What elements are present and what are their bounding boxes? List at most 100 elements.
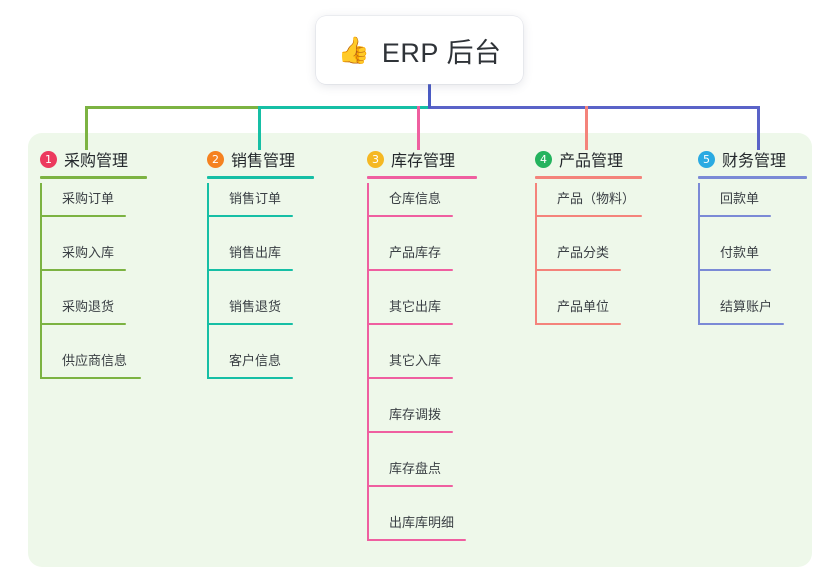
bus-segment-3 xyxy=(428,106,760,109)
column-items: 销售订单销售出库销售退货客户信息 xyxy=(207,183,314,399)
leaf-node[interactable]: 客户信息 xyxy=(207,353,293,379)
column-spine xyxy=(40,183,42,379)
leaf-underline xyxy=(40,215,126,217)
column-underline xyxy=(698,176,807,179)
leaf-label: 回款单 xyxy=(720,191,760,206)
drop-connector-2 xyxy=(258,106,261,150)
column-spine xyxy=(698,183,700,325)
column-number-badge: 2 xyxy=(207,150,224,168)
leaf-underline xyxy=(367,431,453,433)
column-header-5[interactable]: 5 财务管理 xyxy=(698,148,807,170)
column-header-1[interactable]: 1 采购管理 xyxy=(40,148,147,170)
leaf-node[interactable]: 供应商信息 xyxy=(40,353,141,379)
column-number-badge: 3 xyxy=(367,150,384,168)
leaf-label: 仓库信息 xyxy=(389,191,442,206)
column-2: 2 销售管理销售订单销售出库销售退货客户信息 xyxy=(207,148,314,399)
column-spine xyxy=(535,183,537,325)
leaf-label: 采购入库 xyxy=(62,245,115,260)
leaf-underline xyxy=(367,377,453,379)
leaf-node[interactable]: 销售订单 xyxy=(207,191,293,217)
root-title: ERP 后台 xyxy=(381,37,502,68)
leaf-underline xyxy=(535,269,621,271)
leaf-node[interactable]: 销售退货 xyxy=(207,299,293,325)
leaf-label: 销售订单 xyxy=(229,191,282,206)
column-header-2[interactable]: 2 销售管理 xyxy=(207,148,314,170)
drop-connector-5 xyxy=(757,106,760,150)
leaf-label: 付款单 xyxy=(720,245,760,260)
leaf-node[interactable]: 产品库存 xyxy=(367,245,453,271)
bus-segment-1 xyxy=(85,106,260,109)
leaf-label: 出库库明细 xyxy=(389,515,455,530)
leaf-node[interactable]: 其它入库 xyxy=(367,353,453,379)
leaf-underline xyxy=(367,539,466,541)
column-spine xyxy=(367,183,369,541)
column-title: 采购管理 xyxy=(64,153,129,170)
leaf-underline xyxy=(207,269,293,271)
leaf-node[interactable]: 仓库信息 xyxy=(367,191,453,217)
column-items: 回款单付款单结算账户 xyxy=(698,183,807,345)
leaf-underline xyxy=(535,323,621,325)
leaf-label: 其它入库 xyxy=(389,353,442,368)
column-header-4[interactable]: 4 产品管理 xyxy=(535,148,642,170)
leaf-label: 客户信息 xyxy=(229,353,282,368)
thumbs-up-icon: 👍 xyxy=(337,35,370,65)
leaf-underline xyxy=(367,485,453,487)
leaf-underline xyxy=(698,269,771,271)
leaf-underline xyxy=(40,323,126,325)
drop-connector-3 xyxy=(417,106,420,150)
column-title: 产品管理 xyxy=(559,153,624,170)
column-underline xyxy=(367,176,477,179)
column-items: 采购订单采购入库采购退货供应商信息 xyxy=(40,183,147,399)
column-number-badge: 5 xyxy=(698,150,715,168)
drop-connector-4 xyxy=(585,106,588,150)
leaf-label: 销售出库 xyxy=(229,245,282,260)
bus-segment-2 xyxy=(260,106,430,109)
leaf-label: 库存调拨 xyxy=(389,407,442,422)
leaf-node[interactable]: 采购退货 xyxy=(40,299,126,325)
root-stem-connector xyxy=(428,84,431,108)
column-items: 仓库信息产品库存其它出库其它入库库存调拨库存盘点出库库明细 xyxy=(367,183,477,561)
leaf-underline xyxy=(367,269,453,271)
column-underline xyxy=(207,176,314,179)
column-items: 产品（物料） 产品分类产品单位 xyxy=(535,183,642,345)
leaf-node[interactable]: 回款单 xyxy=(698,191,771,217)
leaf-node[interactable]: 产品单位 xyxy=(535,299,621,325)
column-number-badge: 4 xyxy=(535,150,552,168)
leaf-node[interactable]: 结算账户 xyxy=(698,299,784,325)
leaf-underline xyxy=(698,323,784,325)
leaf-underline xyxy=(207,377,293,379)
column-1: 1 采购管理采购订单采购入库采购退货供应商信息 xyxy=(40,148,147,399)
leaf-underline xyxy=(207,215,293,217)
leaf-label: 供应商信息 xyxy=(62,353,128,368)
drop-connector-1 xyxy=(85,106,88,150)
leaf-node[interactable]: 产品（物料） xyxy=(535,191,642,217)
column-underline xyxy=(40,176,147,179)
leaf-label: 结算账户 xyxy=(720,299,773,314)
leaf-node[interactable]: 库存盘点 xyxy=(367,461,453,487)
column-title: 销售管理 xyxy=(231,153,296,170)
leaf-node[interactable]: 产品分类 xyxy=(535,245,621,271)
leaf-label: 销售退货 xyxy=(229,299,282,314)
leaf-node[interactable]: 付款单 xyxy=(698,245,771,271)
leaf-underline xyxy=(40,269,126,271)
leaf-label: 产品库存 xyxy=(389,245,442,260)
leaf-underline xyxy=(367,323,453,325)
leaf-node[interactable]: 其它出库 xyxy=(367,299,453,325)
column-number-badge: 1 xyxy=(40,150,57,168)
root-node[interactable]: 👍 ERP 后台 xyxy=(316,16,523,84)
leaf-underline xyxy=(535,215,642,217)
leaf-label: 其它出库 xyxy=(389,299,442,314)
leaf-node[interactable]: 采购订单 xyxy=(40,191,126,217)
leaf-node[interactable]: 采购入库 xyxy=(40,245,126,271)
leaf-node[interactable]: 出库库明细 xyxy=(367,515,466,541)
leaf-underline xyxy=(40,377,141,379)
content-panel xyxy=(28,133,812,567)
leaf-node[interactable]: 销售出库 xyxy=(207,245,293,271)
leaf-label: 产品（物料） xyxy=(557,191,636,206)
leaf-node[interactable]: 库存调拨 xyxy=(367,407,453,433)
column-title: 财务管理 xyxy=(722,153,787,170)
leaf-underline xyxy=(207,323,293,325)
